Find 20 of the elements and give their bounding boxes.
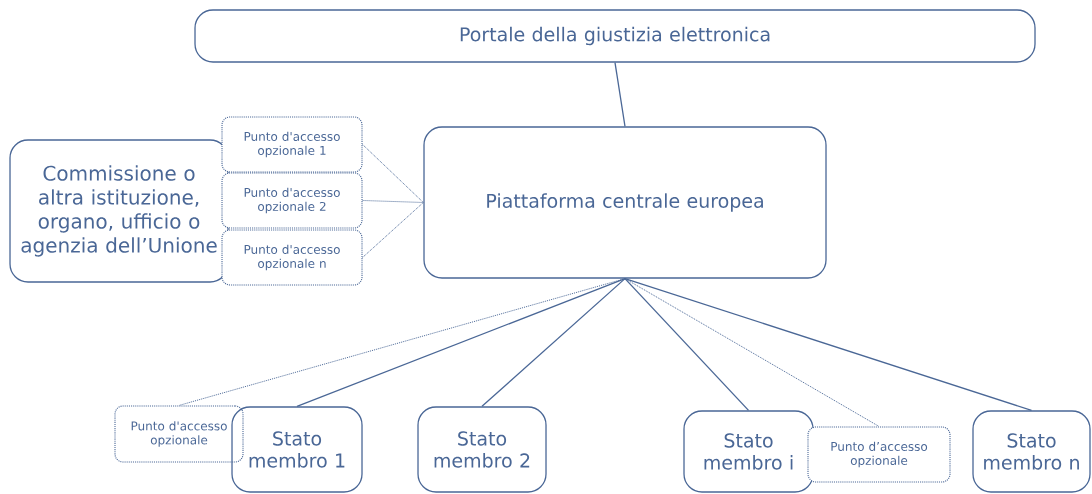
connector-line — [362, 200, 424, 203]
connector-line — [624, 278, 750, 411]
connector-line — [362, 202, 424, 258]
connector-line — [296, 278, 626, 407]
access-point-box: Punto d'accesso opzionale n — [221, 229, 363, 286]
connector-line — [614, 62, 626, 127]
connector-line — [481, 278, 626, 407]
portal-box: Portale della giustizia elettronica — [194, 9, 1036, 63]
access-point-box: Punto d'accesso opzionale — [114, 405, 244, 463]
access-point-box: Punto d'accesso opzionale 2 — [221, 172, 363, 229]
member-state-box: Stato membro 2 — [417, 406, 547, 493]
member-state-box: Stato membro 1 — [231, 406, 363, 493]
connector-line — [624, 278, 880, 427]
connector-line — [624, 278, 1033, 411]
member-state-box: Stato membro n — [972, 410, 1091, 493]
access-point-box: Punto d’accesso opzionale — [807, 426, 951, 483]
connector-line — [362, 144, 424, 203]
institution-box: Commissione o altra istituzione, organo, ufficio o agenzia dell’Unione — [9, 139, 229, 283]
platform-box: Piattaforma centrale europea — [423, 126, 827, 279]
access-point-box: Punto d'accesso opzionale 1 — [221, 116, 363, 173]
